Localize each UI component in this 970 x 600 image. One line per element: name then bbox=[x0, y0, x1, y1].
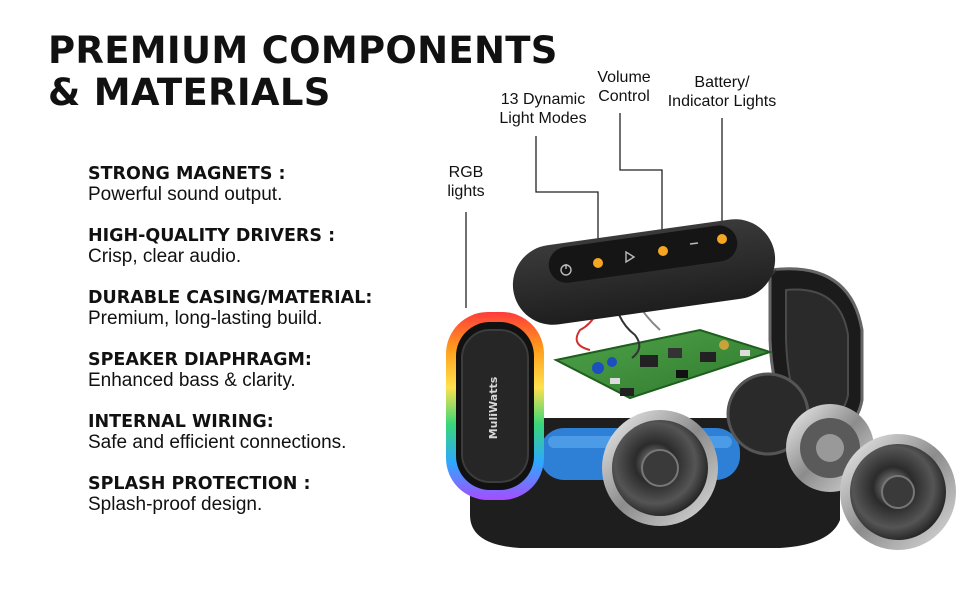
board-components bbox=[592, 340, 750, 396]
feature-internal-wiring: INTERNAL WIRING: Safe and efficient conn… bbox=[88, 412, 418, 474]
minus-icon bbox=[689, 242, 699, 245]
play-icon bbox=[625, 250, 636, 264]
callout-line: Battery/ bbox=[694, 74, 750, 91]
light-mode-button bbox=[593, 258, 603, 268]
feature-description: Safe and efficient connections. bbox=[88, 432, 347, 453]
feature-strong-magnets: STRONG MAGNETS : Powerful sound output. bbox=[88, 164, 418, 226]
callout-rgb-lights: RGB lights bbox=[436, 163, 496, 201]
feature-speaker-diaphragm: SPEAKER DIAPHRAGM: Enhanced bass & clari… bbox=[88, 350, 418, 412]
feature-heading: DURABLE CASING/MATERIAL: bbox=[88, 288, 373, 308]
callout-line: Volume bbox=[597, 69, 651, 86]
callout-line: lights bbox=[447, 183, 485, 200]
feature-description: Powerful sound output. bbox=[88, 184, 283, 205]
feature-heading: SPEAKER DIAPHRAGM: bbox=[88, 350, 312, 370]
callout-line: Indicator Lights bbox=[667, 93, 777, 110]
callout-light-modes: 13 Dynamic Light Modes bbox=[488, 90, 598, 128]
leader-light-modes bbox=[535, 136, 599, 256]
callout-volume-control: Volume Control bbox=[588, 68, 660, 106]
feature-heading: HIGH-QUALITY DRIVERS : bbox=[88, 226, 336, 246]
feature-description: Splash-proof design. bbox=[88, 494, 263, 515]
feature-heading: STRONG MAGNETS : bbox=[88, 164, 286, 184]
circuit-board bbox=[553, 328, 774, 400]
battery-indicator-light bbox=[717, 234, 727, 244]
feature-list: STRONG MAGNETS : Powerful sound output. … bbox=[88, 164, 418, 536]
callout-line: Control bbox=[598, 88, 650, 105]
callout-battery-indicator: Battery/ Indicator Lights bbox=[656, 73, 788, 111]
feature-high-quality-drivers: HIGH-QUALITY DRIVERS : Crisp, clear audi… bbox=[88, 226, 418, 288]
callout-line: Light Modes bbox=[499, 110, 587, 127]
leader-volume bbox=[619, 113, 663, 244]
feature-description: Enhanced bass & clarity. bbox=[88, 370, 296, 391]
feature-description: Crisp, clear audio. bbox=[88, 246, 242, 267]
volume-button bbox=[658, 246, 668, 256]
feature-heading: INTERNAL WIRING: bbox=[88, 412, 274, 432]
button-strip bbox=[548, 225, 738, 283]
panel-buttons bbox=[560, 234, 727, 276]
feature-durable-casing: DURABLE CASING/MATERIAL: Premium, long-l… bbox=[88, 288, 418, 350]
callout-line: 13 Dynamic bbox=[500, 91, 586, 108]
feature-description: Premium, long-lasting build. bbox=[88, 308, 323, 329]
feature-splash-protection: SPLASH PROTECTION : Splash-proof design. bbox=[88, 474, 418, 536]
brand-logo: MuliWatts bbox=[487, 376, 500, 439]
page-title-line-1: PREMIUM COMPONENTS bbox=[48, 29, 558, 72]
page-title-line-2: & MATERIALS bbox=[48, 71, 331, 114]
feature-heading: SPLASH PROTECTION : bbox=[88, 474, 311, 494]
page-title: PREMIUM COMPONENTS & MATERIALS bbox=[48, 30, 558, 114]
callout-line: RGB bbox=[448, 164, 484, 181]
callout-leader-lines bbox=[465, 113, 723, 308]
